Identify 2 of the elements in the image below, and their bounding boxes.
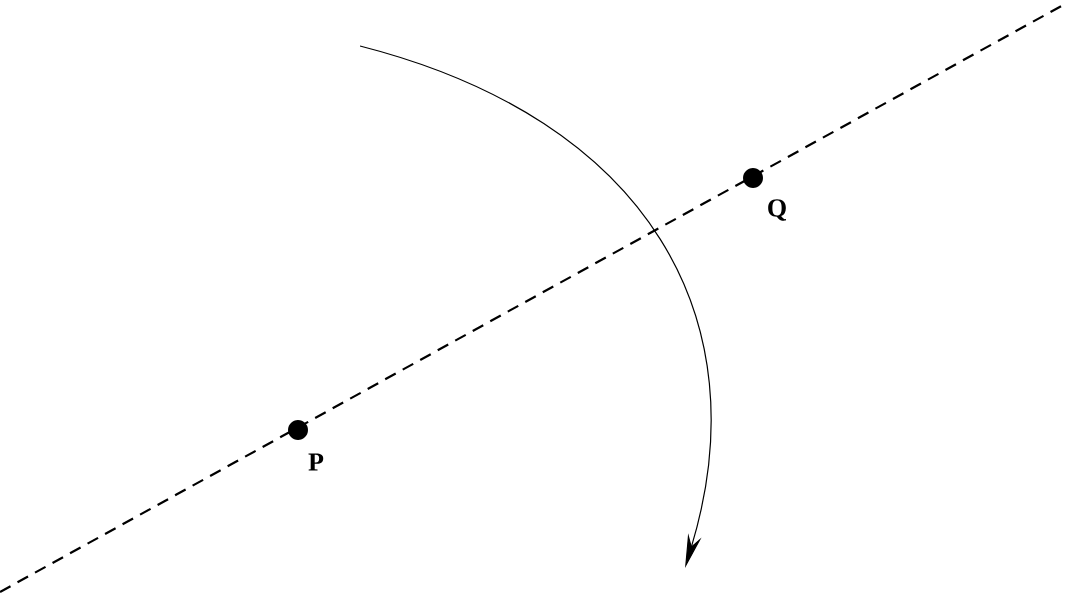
point-label: Q bbox=[768, 199, 786, 221]
point-label: P bbox=[308, 453, 324, 471]
